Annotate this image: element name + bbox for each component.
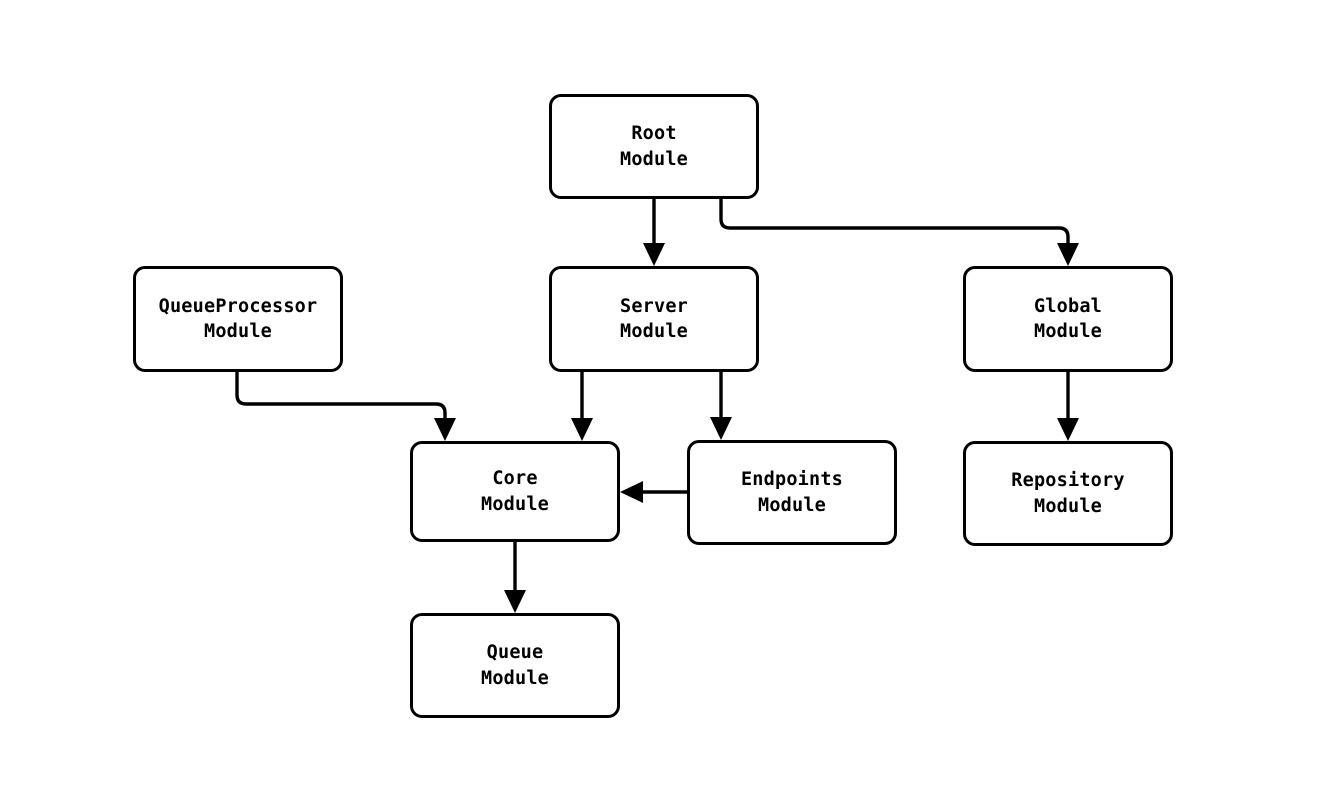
edge-global-to-repository-arrowhead (1057, 418, 1079, 441)
node-global-module-line2: Module (1033, 321, 1103, 342)
node-global-module[interactable]: Global Module (963, 266, 1173, 372)
node-endpoints-module-line2: Module (757, 494, 827, 516)
node-repository-module[interactable]: Repository Module (963, 441, 1173, 546)
node-repository-module-line2: Module (1033, 495, 1103, 517)
node-queueprocessor-module[interactable]: QueueProcessor Module (133, 266, 343, 372)
edge-endpoints-to-core (620, 481, 687, 503)
node-core-module[interactable]: Core Module (410, 441, 620, 542)
edge-endpoints-to-core-arrowhead (620, 481, 643, 503)
edge-server-to-core (571, 372, 593, 441)
edge-root-to-global-line (719, 199, 1070, 250)
node-repository-module-line1: Repository (1011, 470, 1125, 492)
node-server-module-line2: Module (619, 321, 689, 342)
edge-root-to-server-arrowhead (643, 243, 665, 266)
node-root-module-line2: Module (619, 148, 689, 170)
node-server-module[interactable]: Server Module (549, 266, 759, 372)
edge-server-to-endpoints (710, 372, 732, 440)
node-root-module[interactable]: Root Module (549, 94, 759, 199)
edge-server-to-core-arrowhead (571, 418, 593, 441)
node-queueprocessor-module-line2: Module (203, 321, 273, 342)
edge-root-to-global (719, 199, 1079, 266)
node-queueprocessor-module-line1: QueueProcessor (158, 295, 318, 317)
node-queue-module-line2: Module (480, 667, 550, 689)
node-core-module-line1: Core (492, 468, 538, 490)
node-endpoints-module-line1: Endpoints (740, 469, 844, 491)
node-queue-module-line1: Queue (486, 642, 544, 664)
edge-core-to-queue-arrowhead (504, 590, 526, 613)
node-global-module-line1: Global (1033, 295, 1103, 317)
edge-global-to-repository (1057, 372, 1079, 441)
edge-server-to-endpoints-arrowhead (710, 417, 732, 440)
node-root-module-line1: Root (631, 123, 677, 145)
node-server-module-line1: Server (619, 295, 689, 317)
edge-queueprocessor-to-core-line (235, 372, 447, 425)
edge-queueprocessor-to-core-arrowhead (434, 418, 456, 441)
edge-root-to-server (643, 199, 665, 266)
edge-queueprocessor-to-core (235, 372, 456, 441)
edge-core-to-queue (504, 542, 526, 613)
node-endpoints-module[interactable]: Endpoints Module (687, 440, 897, 545)
edge-root-to-global-arrowhead (1057, 243, 1079, 266)
node-queue-module[interactable]: Queue Module (410, 613, 620, 718)
node-core-module-line2: Module (480, 493, 550, 515)
